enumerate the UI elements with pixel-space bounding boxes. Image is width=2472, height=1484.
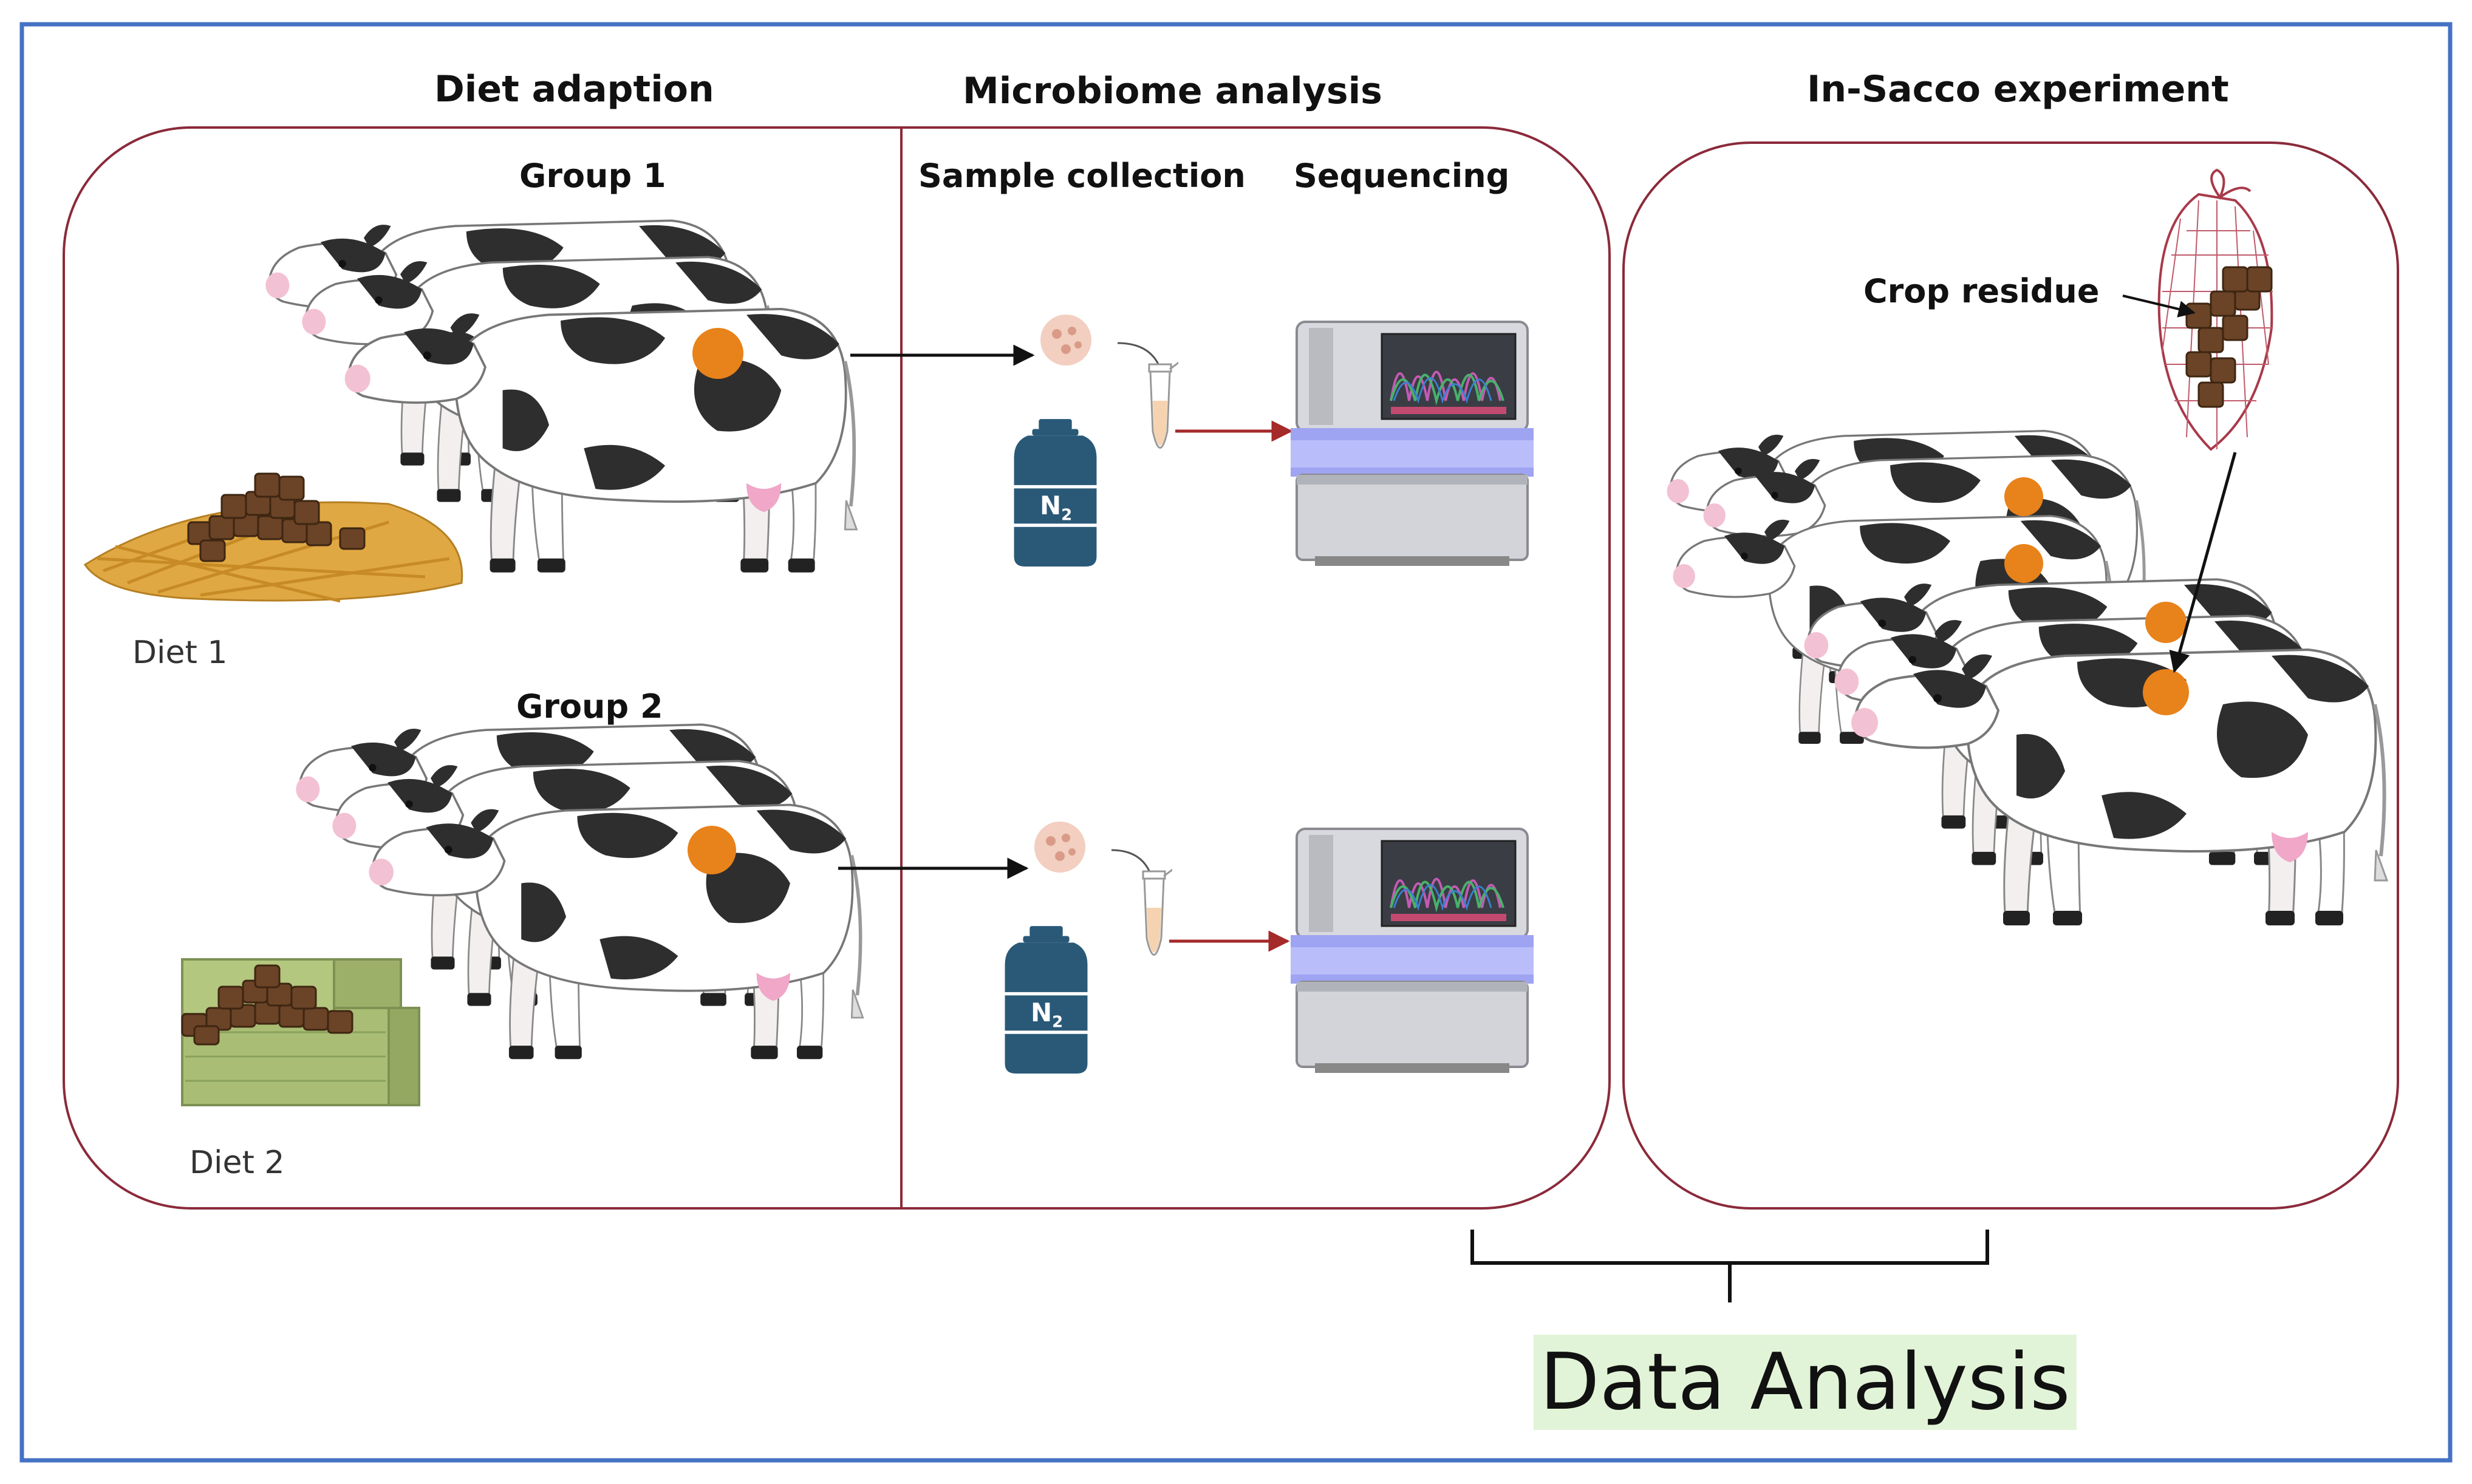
n2-label-1: N2 [1040,491,1072,524]
header-in-sacco: In-Sacco experiment [1807,68,2229,111]
rumen-marker [692,328,743,379]
tube-1 [1148,358,1178,449]
label-sample-collection: Sample collection [918,157,1246,195]
rumen-sample-2 [1034,822,1085,873]
diet1-straw [83,472,463,603]
n2-symbol: N [1031,998,1053,1027]
rumen-sample-1 [1040,315,1091,366]
rumen-marker [2143,669,2189,715]
n2-subscript: 2 [1052,1013,1064,1032]
label-crop-residue: Crop residue [1863,272,2100,310]
diet-microbiome-panel [63,126,1611,1210]
bag-to-rumen-arrow [2169,452,2237,673]
sequencer-2 [1291,828,1534,1074]
nylon-bag [2157,168,2273,451]
sequencer-1 [1291,321,1534,567]
rumen-marker [2004,544,2043,583]
n2-symbol: N [1040,491,1062,520]
label-sequencing: Sequencing [1294,157,1510,195]
diet2-hay-bales [181,958,420,1106]
header-microbiome-analysis: Microbiome analysis [963,70,1382,112]
outer-frame [19,22,2453,1463]
rumen-marker [688,826,736,874]
label-diet-1: Diet 1 [132,635,228,671]
label-diet-2: Diet 2 [189,1145,285,1181]
label-group-1: Group 1 [519,157,666,195]
rumen-marker [2145,602,2187,643]
rumen-marker [2004,477,2043,516]
header-diet-adaption: Diet adaption [434,68,714,111]
n2-subscript: 2 [1061,506,1073,525]
label-group-2: Group 2 [516,687,663,726]
crop-residue-pointer [2122,294,2196,318]
label-data-analysis: Data Analysis [1534,1335,2077,1430]
in-sacco-panel [1622,141,2399,1210]
n2-label-2: N2 [1031,998,1063,1031]
data-analysis-bracket [1470,1230,1989,1265]
